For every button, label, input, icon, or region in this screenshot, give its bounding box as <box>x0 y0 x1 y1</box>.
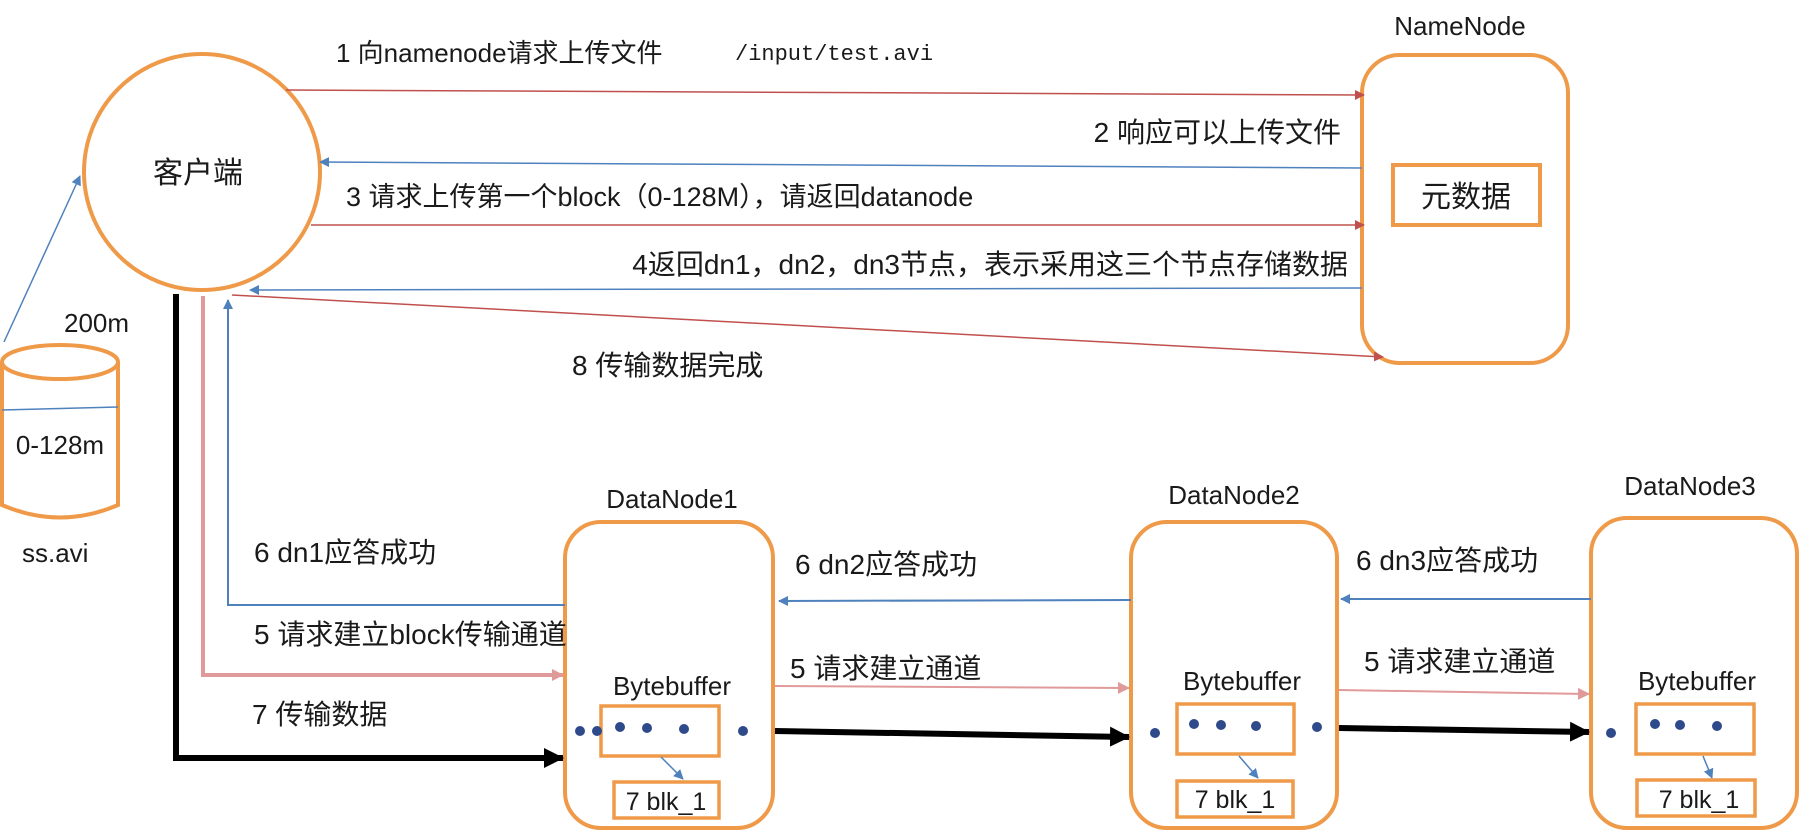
datanode3-title: DataNode3 <box>1624 471 1756 501</box>
datanode3-packets <box>1606 719 1722 738</box>
datanode3-buffer-box <box>1634 702 1756 756</box>
file-name-label: ss.avi <box>22 538 88 568</box>
datanode1-flush-arrow <box>660 756 684 780</box>
datanode3-buffer-label: Bytebuffer <box>1638 666 1756 696</box>
step2-arrow <box>319 157 1363 169</box>
step1-label: 1 向namenode请求上传文件 <box>336 38 663 68</box>
step6-dn2-ack-arrow <box>778 595 1132 606</box>
metadata-box <box>1391 163 1542 227</box>
step5-dn12-arrow <box>774 681 1130 694</box>
datanode1-packets <box>575 722 748 736</box>
datanode2-packets <box>1150 719 1322 738</box>
metadata-label: 元数据 <box>1421 181 1511 214</box>
datanode2-block-box <box>1175 779 1295 819</box>
file-size-label: 200m <box>64 308 129 338</box>
datanode1-title: DataNode1 <box>606 484 738 514</box>
step4-arrow <box>249 284 1363 295</box>
step7-dn12-data-arrow <box>774 726 1130 747</box>
step7-dn23-data-arrow <box>1338 721 1590 742</box>
datanode2-buffer-label: Bytebuffer <box>1183 666 1301 696</box>
namenode-title: NameNode <box>1394 11 1526 41</box>
step5-dn23-arrow <box>1338 687 1590 700</box>
datanode3-block-box <box>1635 778 1757 818</box>
datanode2-title: DataNode2 <box>1168 480 1300 510</box>
step4-label: 4返回dn1，dn2，dn3节点，表示采用这三个节点存储数据 <box>632 249 1348 280</box>
step6-dn1-ack-arrow <box>223 299 565 606</box>
step1-arrow <box>285 89 1365 100</box>
datanode3-flush-arrow <box>1702 755 1714 779</box>
step5-dn23-label: 5 请求建立通道 <box>1364 646 1555 677</box>
step5-client-arrow <box>201 296 564 681</box>
step6-dn2-label: 6 dn2应答成功 <box>795 549 977 580</box>
client-node <box>82 52 322 292</box>
step5-dn12-label: 5 请求建立通道 <box>790 653 981 684</box>
step6-dn1-label: 6 dn1应答成功 <box>254 537 436 568</box>
file-cylinder <box>0 343 120 520</box>
step7-data-arrow <box>173 294 564 768</box>
step1-path: /input/test.avi <box>735 42 933 67</box>
step3-label: 3 请求上传第一个block（0-128M），请返回datanode <box>346 182 973 212</box>
file-to-client-arrow <box>3 175 81 343</box>
datanode2-block-label: 7 blk_1 <box>1195 786 1276 814</box>
step6-dn3-label: 6 dn3应答成功 <box>1356 545 1538 576</box>
datanode2-flush-arrow <box>1238 755 1259 779</box>
step7-label: 7 传输数据 <box>252 699 387 730</box>
datanode3-block-label: 7 blk_1 <box>1659 786 1740 814</box>
step8-label: 8 传输数据完成 <box>572 350 763 381</box>
step5-client-label: 5 请求建立block传输通道 <box>254 619 567 650</box>
file-block-label: 0-128m <box>16 430 104 460</box>
datanode1-buffer-label: Bytebuffer <box>613 671 731 701</box>
datanode1-block-box <box>612 780 721 820</box>
step8-arrow <box>231 294 1384 362</box>
step2-label: 2 响应可以上传文件 <box>1094 117 1341 148</box>
client-label: 客户端 <box>153 157 243 190</box>
datanode1-block-label: 7 blk_1 <box>626 788 707 816</box>
datanode2-buffer-box <box>1175 702 1296 756</box>
